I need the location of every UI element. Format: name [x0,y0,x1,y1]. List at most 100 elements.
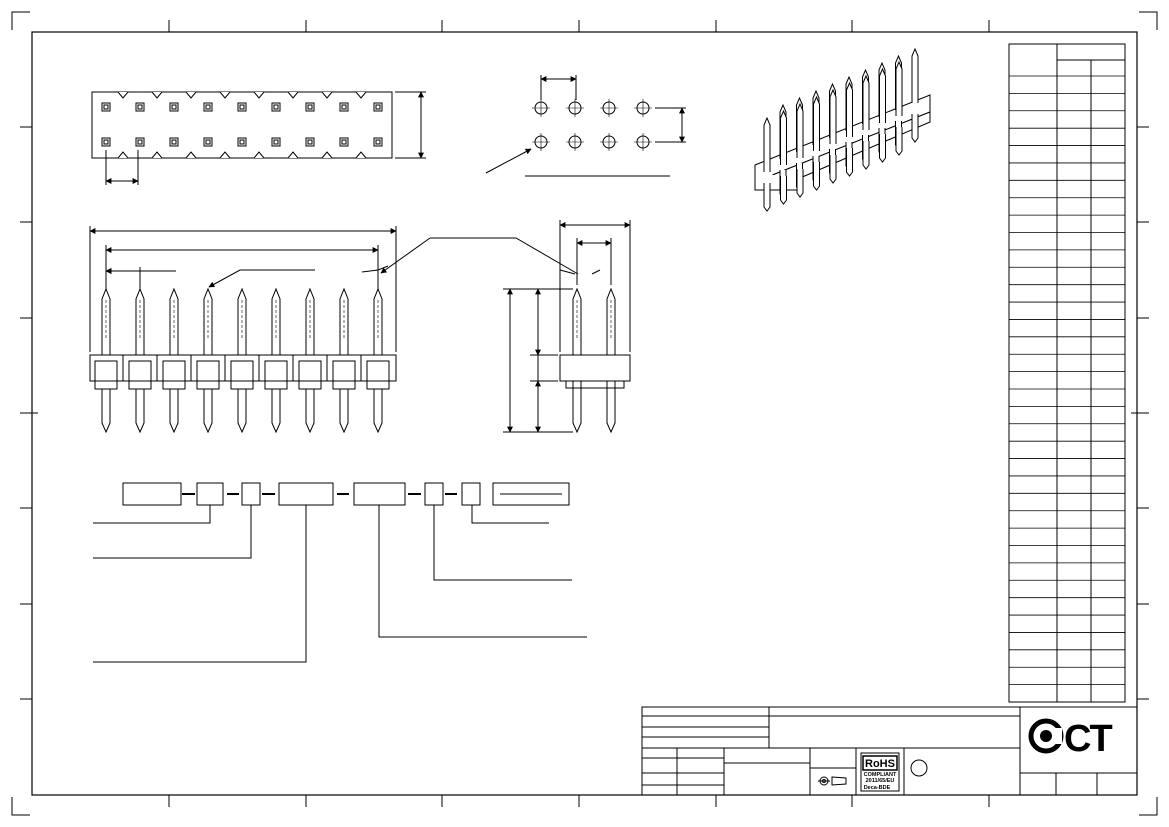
top-notch [151,91,163,99]
iso-pin-back-tail [911,114,919,143]
top-view-pin-tip [103,139,109,145]
front-pin-lower [373,381,383,434]
bottom-notch [355,151,367,159]
top-notch [117,91,129,99]
top-notch [287,91,299,99]
top-view-pin-tip [205,104,211,110]
front-pin-lower [169,381,179,434]
top-notch [219,91,231,99]
third-angle-projection-icon [818,776,847,786]
top-view [91,91,426,185]
top-view-pin-tip [239,139,245,145]
front-pin-lower [305,381,315,434]
top-view-pin-tip [341,139,347,145]
iso-pin-front [780,109,787,165]
bottom-notch [321,151,333,159]
top-view-pin-tip [273,139,279,145]
front-pin-lower [237,381,247,434]
rohs-line1: COMPLIANT [864,772,897,778]
gct-logo-icon: CT [1028,718,1114,760]
isometric-view [754,47,931,212]
pn-box-length [353,482,406,506]
front-pin-collar [196,360,220,390]
iso-pin-front [879,67,886,123]
pn-box-plating [424,482,444,506]
iso-pin-front [763,116,771,172]
iso-pin-front-tail [862,141,870,170]
iso-pin-front [846,81,853,137]
iso-pin-front [895,60,903,116]
pn-box-series [122,482,182,506]
rohs-line2: 2011/65/EU [866,778,895,784]
front-view [89,226,579,434]
rohs-title: RoHS [865,758,895,770]
top-view-pin-tip [137,139,143,145]
top-view-outline [91,91,393,159]
bottom-notch [185,151,197,159]
front-pin-collar [298,360,322,390]
iso-pin-back [911,47,919,103]
revision-circle [910,759,928,777]
pn-box-pins-row [241,482,261,506]
iso-pin-front-tail [895,127,903,156]
top-view-pin-tip [171,139,177,145]
front-pin-collar [332,360,356,390]
iso-pin-front [862,74,870,130]
front-pin-collar [128,360,152,390]
top-view-pin-tip [171,104,177,110]
pcb-layout-view [485,75,686,177]
bottom-notch [151,151,163,159]
iso-pin-front [813,95,820,151]
top-view-pin-tip [375,104,381,110]
part-number-code [93,482,587,663]
top-notch [185,91,197,99]
pn-box-rows [196,482,224,506]
side-pin-lower [572,381,582,434]
front-pin-lower [135,381,145,434]
top-view-pin-tip [307,104,313,110]
rohs-compliant-icon: RoHS COMPLIANT 2011/65/EU Deca-BDE [860,752,900,792]
top-view-pin-tip [205,139,211,145]
top-view-pin-tip [341,104,347,110]
pin-table [1008,43,1126,703]
iso-pin-front-tail [796,169,804,198]
top-view-pin-tip [307,139,313,145]
iso-pin-front [796,102,804,158]
iso-pin-front-tail [829,155,837,184]
front-pin-collar [264,360,288,390]
iso-pin-front [829,88,837,144]
top-notch [253,91,265,99]
top-notch [321,91,333,99]
iso-pin-front-tail [763,183,771,212]
bottom-notch [253,151,265,159]
iso-pin-front-tail [879,134,886,163]
front-pin-collar [366,360,390,390]
top-notch [355,91,367,99]
iso-pin-front-tail [780,176,787,205]
rohs-line3: Deca-BDE [864,785,891,791]
iso-pin-front-tail [846,148,853,177]
pn-box-pincount [278,482,334,506]
top-view-pin-tip [375,139,381,145]
front-pin-lower [203,381,213,434]
pn-box-packing [461,482,481,506]
top-view-pin-tip [103,104,109,110]
sheet-border [11,11,1158,816]
side-pin-lower [606,381,616,434]
title-block [641,706,1138,796]
top-view-pin-tip [137,104,143,110]
side-view [503,220,631,434]
front-pin-collar [162,360,186,390]
iso-pin-front-tail [813,162,820,191]
side-view-insulator [559,354,631,382]
bottom-notch [219,151,231,159]
front-pin-collar [230,360,254,390]
pn-box-suffix [492,482,570,506]
top-view-pin-tip [239,104,245,110]
bottom-notch [287,151,299,159]
front-pin-collar [94,360,118,390]
front-pin-lower [271,381,281,434]
bottom-notch [117,151,129,159]
top-view-pin-tip [273,104,279,110]
